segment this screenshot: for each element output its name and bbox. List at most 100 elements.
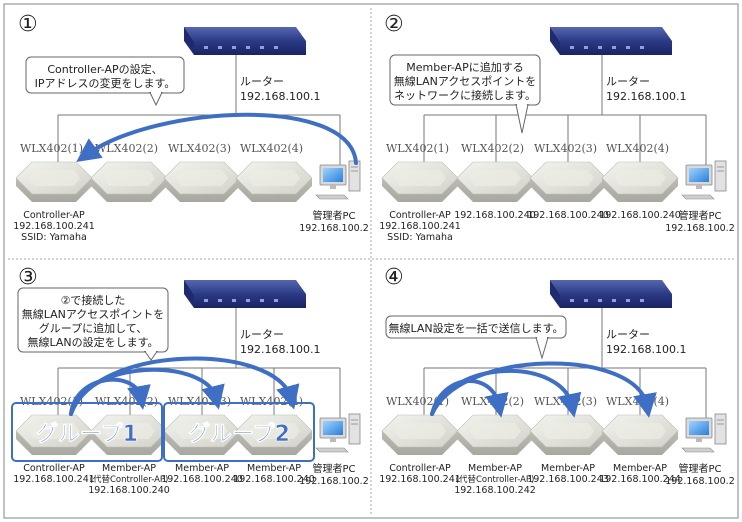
pc-keyboard [681, 447, 715, 453]
pc-tower [714, 160, 727, 192]
ap-cap [394, 423, 446, 439]
router-ip: 192.168.100.1 [240, 90, 320, 103]
pc-screen [689, 421, 709, 435]
router-port-led [260, 46, 264, 49]
ap-name: WLX402(2) [95, 395, 158, 408]
ap-cap [176, 170, 228, 186]
ap-info: Member-AP [468, 463, 522, 474]
router-label: ルーター [240, 328, 284, 341]
access-point-2 [456, 161, 534, 202]
router [550, 280, 672, 308]
ap-cap [542, 423, 594, 439]
pc-screen [323, 421, 343, 435]
access-point-2 [456, 414, 534, 455]
router-port-led [570, 46, 574, 49]
pc-keyboard [681, 194, 715, 200]
ap-info: 192.168.100.241 [379, 221, 461, 232]
callout-text: 無線LANアクセスポイントを [22, 307, 165, 321]
admin-pc [315, 160, 361, 200]
callout: Member-APに追加する無線LANアクセスポイントをネットワークに接続します… [389, 54, 541, 134]
callout-text: グループに追加して、 [39, 321, 147, 335]
ap-name: WLX402(1) [386, 142, 449, 155]
pc-ip: 192.168.100.2 [299, 476, 369, 487]
access-point-4 [601, 161, 679, 202]
ap-info: Controller-AP [389, 210, 451, 221]
router-port-led [598, 46, 602, 49]
access-point-2 [90, 414, 168, 455]
ap-cap [614, 423, 666, 439]
pc-label: 管理者PC [678, 209, 721, 222]
router-port-led [584, 46, 588, 49]
pc-label: 管理者PC [678, 462, 721, 475]
access-point-3 [529, 414, 607, 455]
panel-4: ④ルーター192.168.100.1WLX402(1)Controller-AP… [379, 265, 735, 496]
pc-stand [696, 185, 702, 189]
callout-box [389, 54, 541, 106]
router-port-led [626, 299, 630, 302]
ap-cap [469, 170, 521, 186]
access-point-3 [529, 161, 607, 202]
pc-ip: 192.168.100.2 [665, 476, 735, 487]
router-port-led [612, 299, 616, 302]
group-box [11, 402, 163, 462]
ap-info: 192.168.100.240 [454, 210, 536, 221]
router-side [184, 27, 194, 55]
ap-name: WLX402(2) [95, 142, 158, 155]
panel-2: ②ルーター192.168.100.1WLX402(1)Controller-AP… [379, 12, 735, 243]
ap-info: 192.168.100.241 [13, 221, 95, 232]
panel-1: ①ルーター192.168.100.1WLX402(1)Controller-AP… [13, 12, 369, 243]
admin-pc [681, 160, 727, 200]
router-ip: 192.168.100.1 [606, 90, 686, 103]
ap-info: Controller-AP [389, 463, 451, 474]
access-point-4 [601, 414, 679, 455]
ap-name: WLX402(3) [168, 395, 231, 408]
pc-ip: 192.168.100.2 [299, 223, 369, 234]
access-point-4 [235, 161, 313, 202]
ap-name: WLX402(3) [534, 142, 597, 155]
router-port-led [204, 46, 208, 49]
pc-label: 管理者PC [312, 209, 355, 222]
router-port-led [626, 46, 630, 49]
panel-number: ① [18, 12, 38, 37]
router-side [184, 280, 194, 308]
ap-name: WLX402(3) [168, 142, 231, 155]
access-point-1 [381, 414, 459, 455]
callout-text: 無線LAN設定を一括で送信します。 [388, 321, 563, 335]
ap-info: 192.168.100.240 [233, 474, 315, 485]
group-label: グループ2 [188, 421, 290, 447]
router-top [184, 27, 306, 41]
pc-label: 管理者PC [312, 462, 355, 475]
callout-box [17, 287, 169, 353]
router-port-led [232, 299, 236, 302]
ap-name: WLX402(3) [534, 395, 597, 408]
router-port-led [218, 46, 222, 49]
ap-cap [542, 170, 594, 186]
router-port-led [218, 299, 222, 302]
router-side [550, 280, 560, 308]
ap-cap [103, 423, 155, 439]
ap-info: (代替Controller-AP) [90, 474, 169, 485]
panel-number: ② [384, 12, 404, 37]
router-ip: 192.168.100.1 [606, 343, 686, 356]
ap-info: Member-AP [541, 463, 595, 474]
router-port-led [612, 46, 616, 49]
pc-stand [330, 185, 336, 189]
ap-info: 192.168.100.241 [379, 474, 461, 485]
pc-stand [330, 438, 336, 442]
ap-cap [614, 170, 666, 186]
ap-info: Member-AP [247, 463, 301, 474]
admin-pc [315, 413, 361, 453]
group-box [163, 402, 315, 462]
ap-cap [248, 170, 300, 186]
router-port-led [640, 299, 644, 302]
pc-screen [323, 168, 343, 182]
ap-cap [176, 423, 228, 439]
ap-name: WLX402(4) [240, 395, 303, 408]
pc-tower [714, 413, 727, 445]
callout-text: ネットワークに接続します。 [394, 88, 536, 102]
router-port-led [274, 299, 278, 302]
router [184, 280, 306, 308]
router [550, 27, 672, 55]
panel-number: ④ [384, 265, 404, 290]
